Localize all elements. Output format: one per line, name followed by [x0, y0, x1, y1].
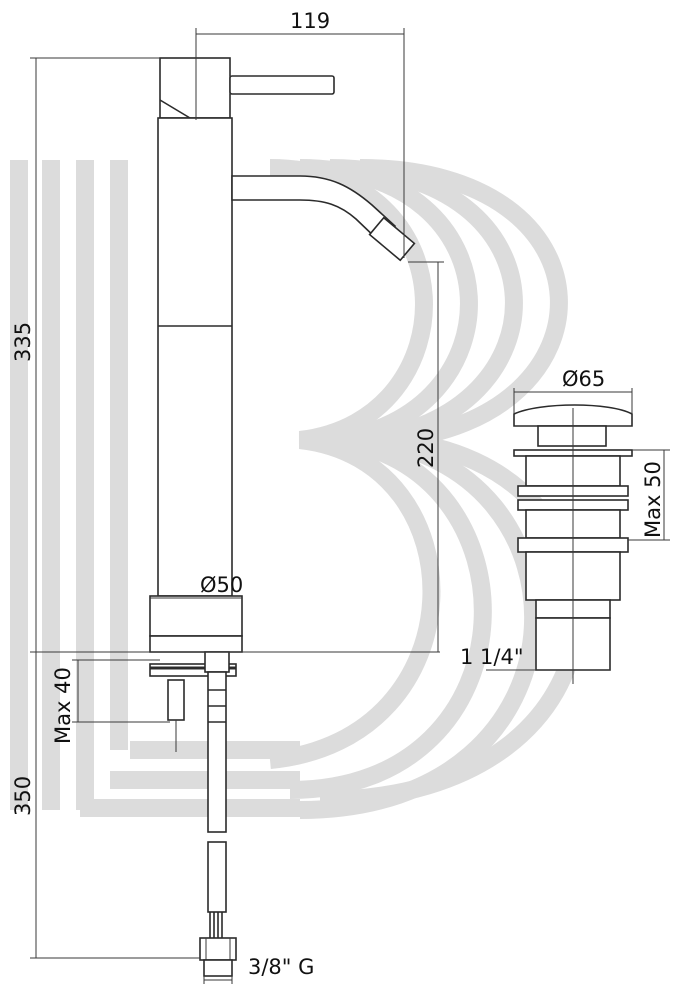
mixer-spout [231, 175, 397, 244]
dimension-lines [30, 28, 670, 984]
dim-waste-diameter: Ø65 [562, 367, 605, 391]
dim-max-50: Max 50 [641, 461, 665, 538]
spout-outlet [368, 216, 416, 262]
hose-nut [199, 937, 237, 961]
dim-waste-thread: 1 1/4" [460, 645, 524, 669]
dimension-labels: 119 335 220 Ø50 Max 40 350 3/8" G Ø65 Ma… [11, 9, 665, 979]
dim-height-total: 335 [11, 322, 35, 362]
mixer-lever [229, 75, 335, 95]
dim-hose-length: 350 [11, 776, 35, 816]
supply-hose [204, 651, 230, 673]
mixer-base [149, 595, 243, 637]
mixer-cap [159, 57, 231, 119]
dim-max-40: Max 40 [51, 667, 75, 744]
dim-hose-thread: 3/8" G [248, 955, 314, 979]
dim-spout-height: 220 [414, 428, 438, 468]
watermark-logo [10, 159, 586, 819]
dim-width-top: 119 [290, 9, 330, 33]
pop-up-waste [513, 404, 633, 684]
dim-base-diameter: Ø50 [200, 573, 243, 597]
mixer-column [157, 117, 233, 597]
mixer-tap [149, 57, 416, 977]
